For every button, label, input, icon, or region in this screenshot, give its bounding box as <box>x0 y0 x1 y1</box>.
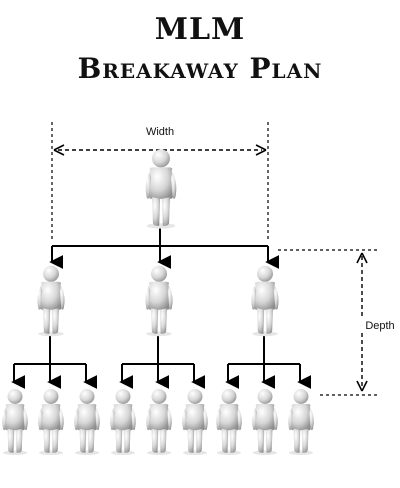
connectors-level-2 <box>11 336 312 389</box>
connectors-level-1 <box>49 228 280 269</box>
diagram-subtitle: Breakaway Plan <box>77 52 323 85</box>
person-level3-3-icon <box>74 389 100 455</box>
depth-measure: Depth <box>278 249 398 396</box>
width-label: Width <box>146 126 174 138</box>
person-level3-7-icon <box>216 389 242 455</box>
diagram-title: MLM <box>154 12 246 47</box>
person-level2-2-icon <box>145 265 173 337</box>
depth-arrowhead-top <box>356 252 368 264</box>
person-level3-5-icon <box>146 389 172 455</box>
person-level3-1-icon <box>2 389 28 455</box>
person-level3-4-icon <box>110 389 136 455</box>
depth-arrowhead-bottom <box>356 380 368 392</box>
depth-label-bg <box>352 316 398 332</box>
person-level2-1-icon <box>37 265 65 337</box>
person-level3-8-icon <box>252 389 278 455</box>
person-level3-9-icon <box>288 389 314 455</box>
person-level3-6-icon <box>182 389 208 455</box>
person-level2-3-icon <box>251 265 279 337</box>
width-arrowhead-left <box>53 144 65 156</box>
person-level3-2-icon <box>38 389 64 455</box>
person-root-icon <box>145 149 177 229</box>
depth-label: Depth <box>365 320 394 332</box>
width-arrowhead-right <box>255 144 267 156</box>
width-measure: Width <box>51 122 269 240</box>
